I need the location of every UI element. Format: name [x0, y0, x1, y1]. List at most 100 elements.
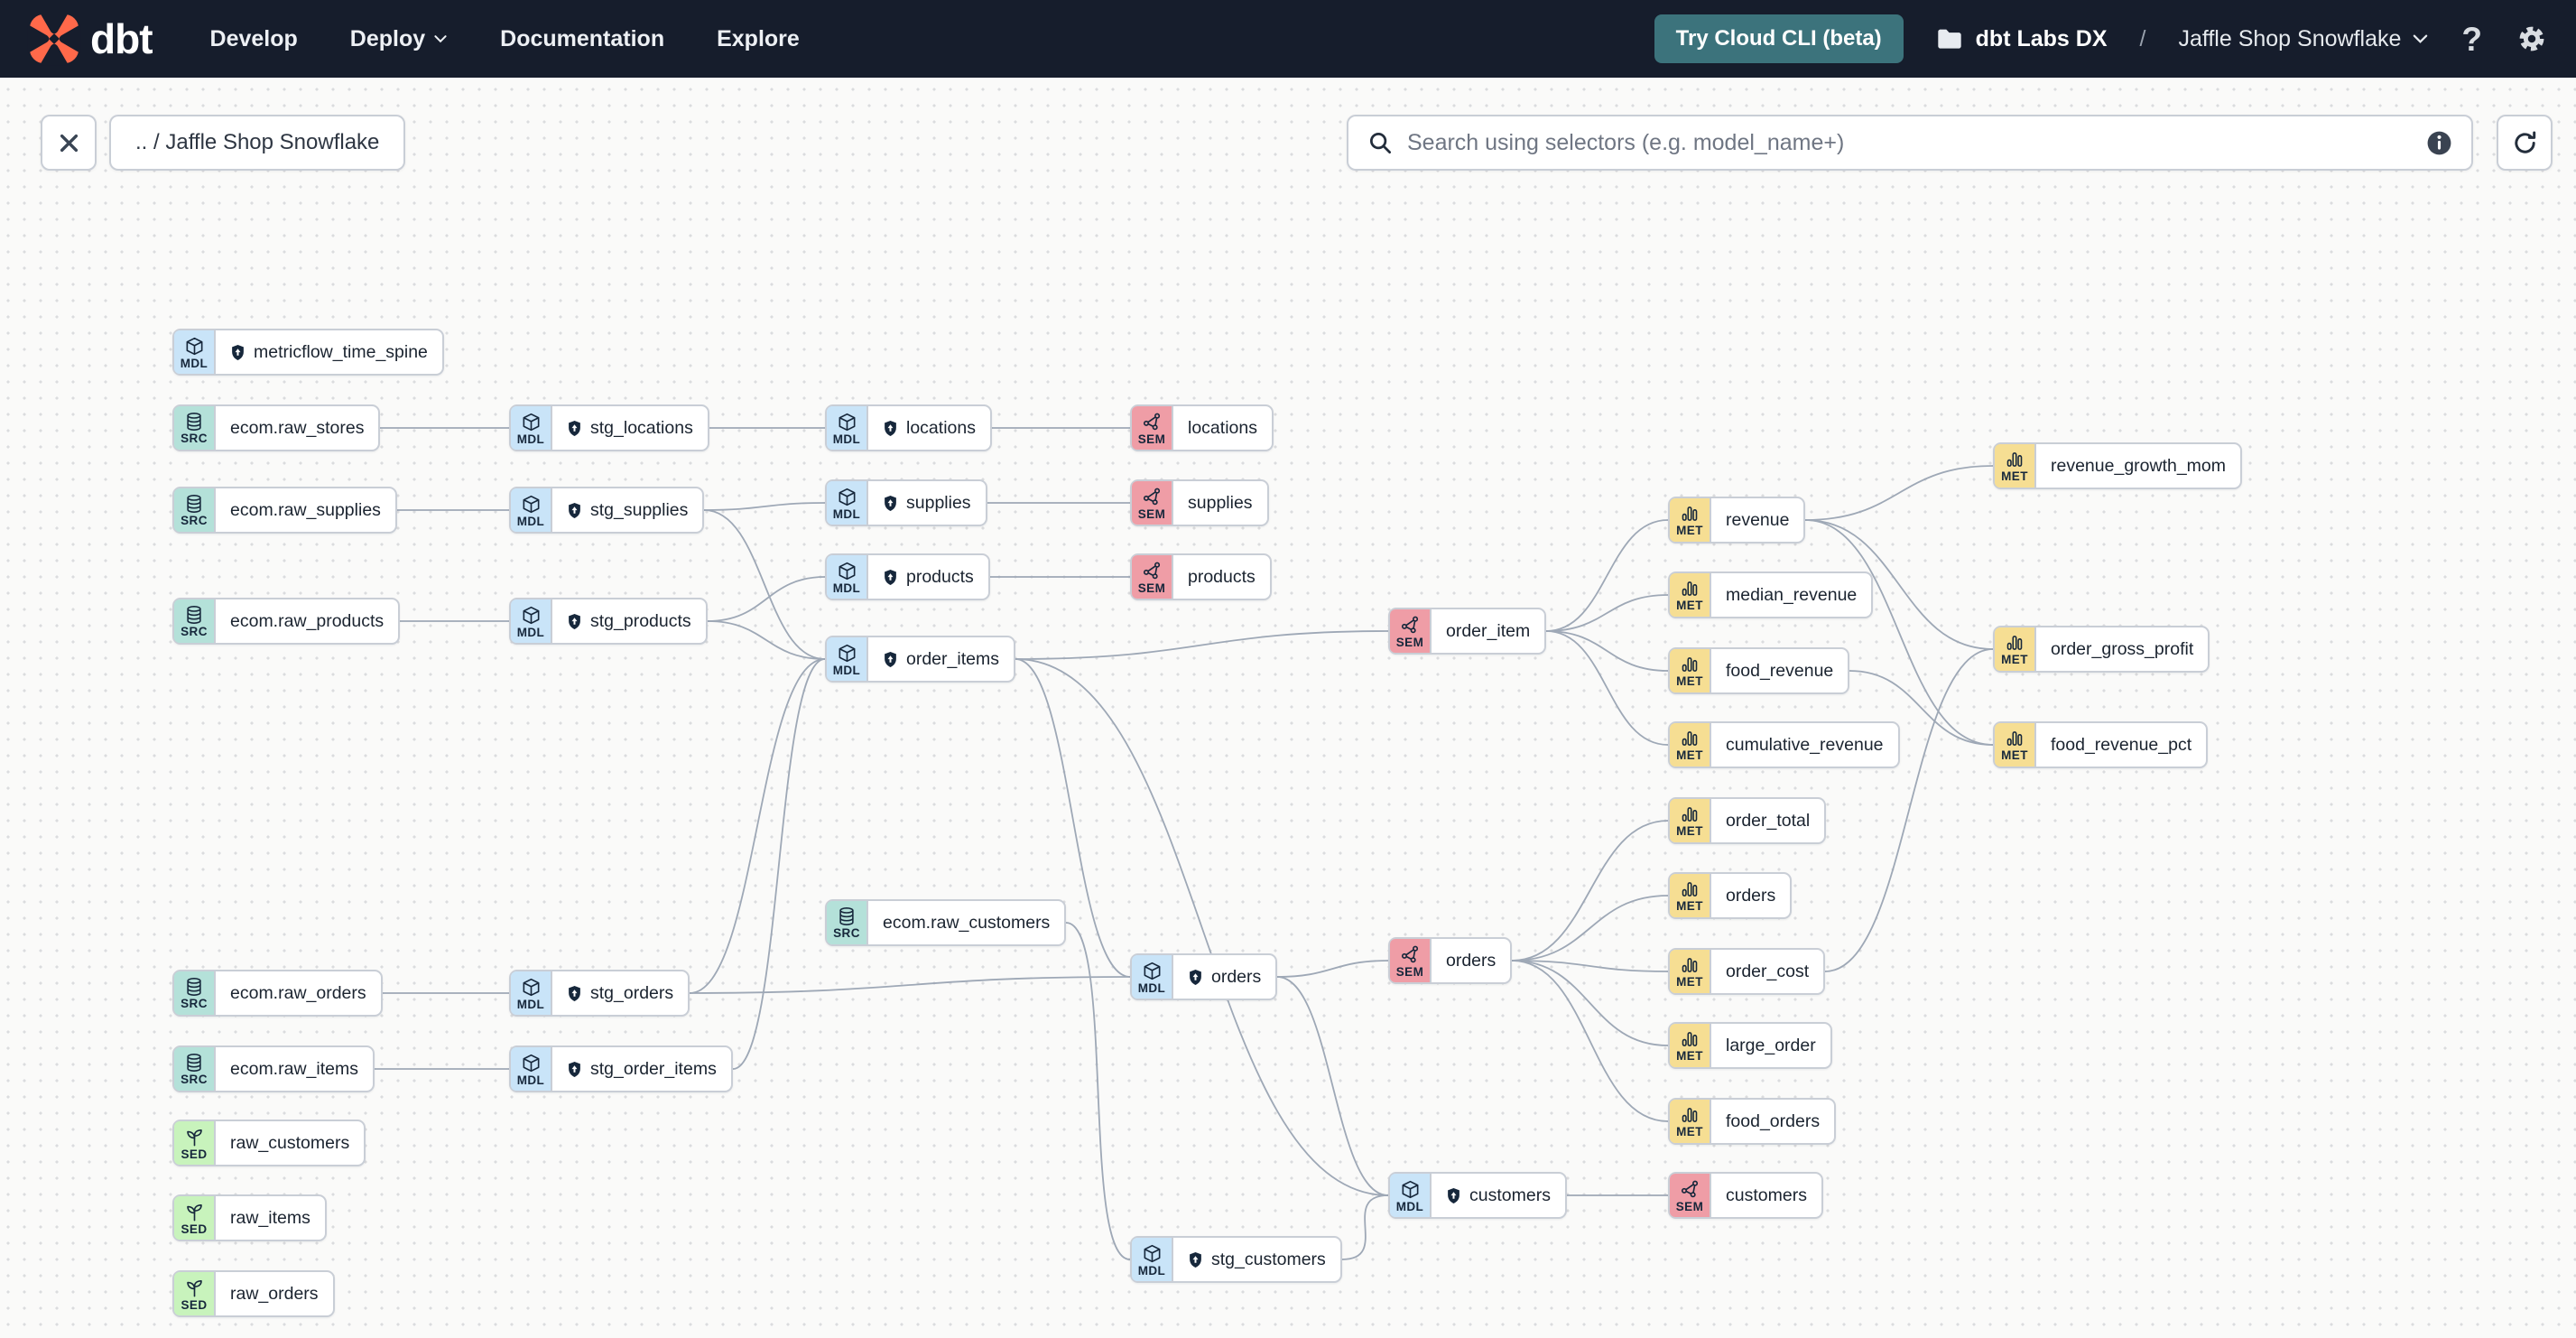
- node-type-label: MDL: [1137, 1263, 1166, 1278]
- project-switcher[interactable]: Jaffle Shop Snowflake: [2178, 26, 2429, 52]
- node-type-label: SED: [181, 1147, 208, 1161]
- folder-icon: [1936, 27, 1963, 51]
- node-label: metricflow_time_spine: [254, 341, 428, 362]
- node-label: locations: [906, 417, 976, 438]
- node-body: products: [1173, 555, 1270, 599]
- node-label: ecom.raw_orders: [230, 982, 366, 1003]
- bar-chart-icon: [1680, 504, 1700, 524]
- edge-stg_supplies-to-order_items: [703, 509, 826, 660]
- node-type-label: MET: [1676, 975, 1703, 990]
- node-label: median_revenue: [1726, 584, 1858, 605]
- node-label: stg_locations: [590, 417, 693, 438]
- info-icon[interactable]: [2425, 129, 2453, 157]
- node-body: stg_supplies: [552, 488, 702, 532]
- node-type-badge: MET: [1670, 1024, 1711, 1067]
- cube-icon: [521, 605, 542, 626]
- node-stg_order_items[interactable]: MDL stg_order_items: [509, 1045, 733, 1092]
- cube-icon: [521, 977, 542, 998]
- node-type-badge: MDL: [511, 488, 552, 532]
- gear-icon[interactable]: [2515, 22, 2549, 56]
- edge-stg_products-to-order_items: [707, 620, 826, 660]
- database-icon: [184, 977, 204, 997]
- node-type-badge: SED: [174, 1121, 216, 1165]
- refresh-button[interactable]: [2497, 115, 2553, 171]
- search-input[interactable]: [1407, 129, 2412, 156]
- node-body: orders: [1173, 955, 1275, 999]
- bar-chart-icon: [1680, 1105, 1700, 1125]
- nav-documentation[interactable]: Documentation: [500, 25, 665, 51]
- node-label: order_gross_profit: [2051, 638, 2194, 659]
- help-icon[interactable]: ?: [2461, 20, 2482, 58]
- breadcrumb[interactable]: .. / Jaffle Shop Snowflake: [109, 115, 406, 171]
- node-median_revenue[interactable]: MET median_revenue: [1668, 571, 1874, 618]
- bar-chart-icon: [2005, 633, 2025, 653]
- node-body: orders: [1432, 939, 1510, 982]
- node-body: large_order: [1711, 1024, 1830, 1067]
- close-button[interactable]: [41, 115, 97, 171]
- edge-sem_orders-to-large_order: [1511, 960, 1669, 1046]
- node-label: large_order: [1726, 1035, 1816, 1055]
- bar-chart-icon: [1680, 579, 1700, 599]
- node-type-label: SRC: [181, 514, 208, 528]
- cube-icon: [1400, 1179, 1421, 1200]
- node-type-label: SEM: [1675, 1199, 1704, 1213]
- node-type-badge: MDL: [1132, 955, 1173, 999]
- node-type-label: SRC: [181, 1073, 208, 1087]
- node-body: order_total: [1711, 799, 1824, 842]
- nav-develop[interactable]: Develop: [209, 25, 298, 51]
- node-type-badge: SRC: [827, 901, 868, 944]
- node-large_order[interactable]: MET large_order: [1668, 1022, 1832, 1069]
- nav-deploy[interactable]: Deploy: [350, 26, 448, 52]
- nav-explore[interactable]: Explore: [717, 25, 800, 51]
- node-type-label: MDL: [516, 1073, 545, 1087]
- node-body: ecom.raw_orders: [216, 971, 381, 1015]
- dbt-logo[interactable]: dbt: [27, 12, 153, 66]
- account-switcher[interactable]: dbt Labs DX: [1936, 26, 2108, 52]
- cube-icon: [837, 412, 857, 432]
- node-body: stg_order_items: [552, 1047, 731, 1091]
- edge-order_items-to-customers_mdl: [1015, 658, 1389, 1196]
- edge-order_items-to-orders_mdl: [1015, 658, 1131, 978]
- shield-icon: [1446, 1187, 1461, 1204]
- node-type-label: MET: [1676, 599, 1703, 613]
- try-cloud-cli-button[interactable]: Try Cloud CLI (beta): [1654, 14, 1904, 63]
